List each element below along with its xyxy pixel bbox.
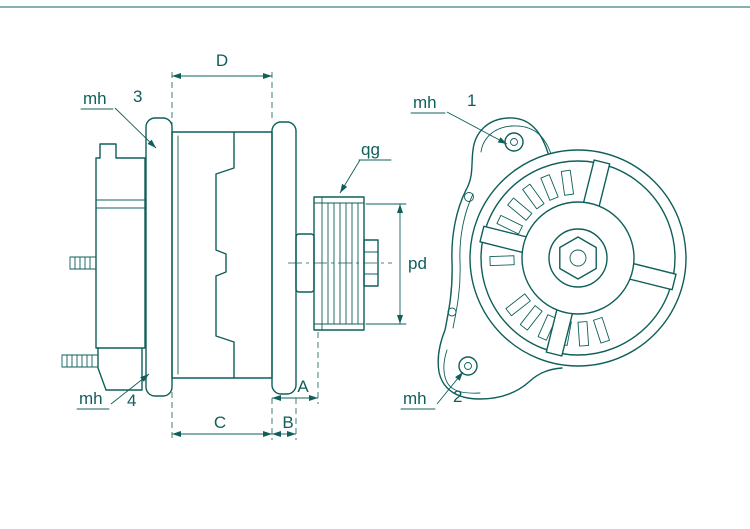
- bracket-detail-hole-upper: [464, 192, 474, 202]
- dim-c-label: C: [214, 413, 226, 432]
- callout-mh4: mh 4: [76, 373, 150, 410]
- rear-housing: [95, 143, 146, 391]
- mounting-hole-1: [504, 132, 524, 152]
- shaft-center-hole: [569, 249, 587, 267]
- mh4-label: mh: [79, 389, 103, 408]
- dim-b-label: B: [282, 413, 293, 432]
- dimension-a: A: [272, 332, 319, 404]
- dim-a-label: A: [297, 377, 309, 396]
- pulley-body: [313, 196, 365, 331]
- dimension-c: C: [171, 382, 273, 440]
- mh3-number: 3: [133, 87, 142, 106]
- qg-label: qg: [361, 140, 380, 159]
- pulley-side: [288, 196, 392, 331]
- mh1-label: mh: [413, 93, 437, 112]
- left-mounting-flange: [145, 117, 173, 397]
- mh2-label: mh: [403, 389, 427, 408]
- bracket-detail-hole-lower: [447, 307, 457, 317]
- right-mounting-flange: [271, 121, 297, 395]
- stator-body: [171, 131, 273, 379]
- pulley-inner-rim: [480, 160, 676, 356]
- dimension-b: B: [272, 398, 297, 440]
- mounting-bracket: [437, 117, 563, 400]
- washer-circle: [548, 228, 608, 288]
- dimension-pd: pd: [365, 203, 427, 325]
- shaft-hex-nut: [559, 236, 597, 280]
- mh3-label: mh: [83, 89, 107, 108]
- callout-mh3: mh 3: [80, 87, 157, 149]
- dimension-d: D: [171, 51, 273, 128]
- hub-and-nut: [521, 201, 635, 315]
- callout-mh2: mh 2: [400, 371, 464, 410]
- dim-pd-label: pd: [408, 254, 427, 273]
- callout-mh1: mh 1: [410, 91, 508, 145]
- alternator-front-view: mh 1 mh 2: [400, 91, 687, 410]
- mounting-hole-2: [458, 356, 478, 376]
- terminal-stud-mid: [69, 256, 97, 270]
- callout-qg: qg: [339, 140, 392, 194]
- pulley-spokes: [479, 159, 677, 357]
- mh1-number: 1: [467, 91, 476, 110]
- alternator-side-view: D A C B pd: [61, 51, 427, 440]
- terminal-stud-bottom: [61, 354, 99, 368]
- mh2-number: 2: [453, 387, 462, 406]
- mh4-number: 4: [127, 391, 136, 410]
- dim-d-label: D: [216, 51, 228, 70]
